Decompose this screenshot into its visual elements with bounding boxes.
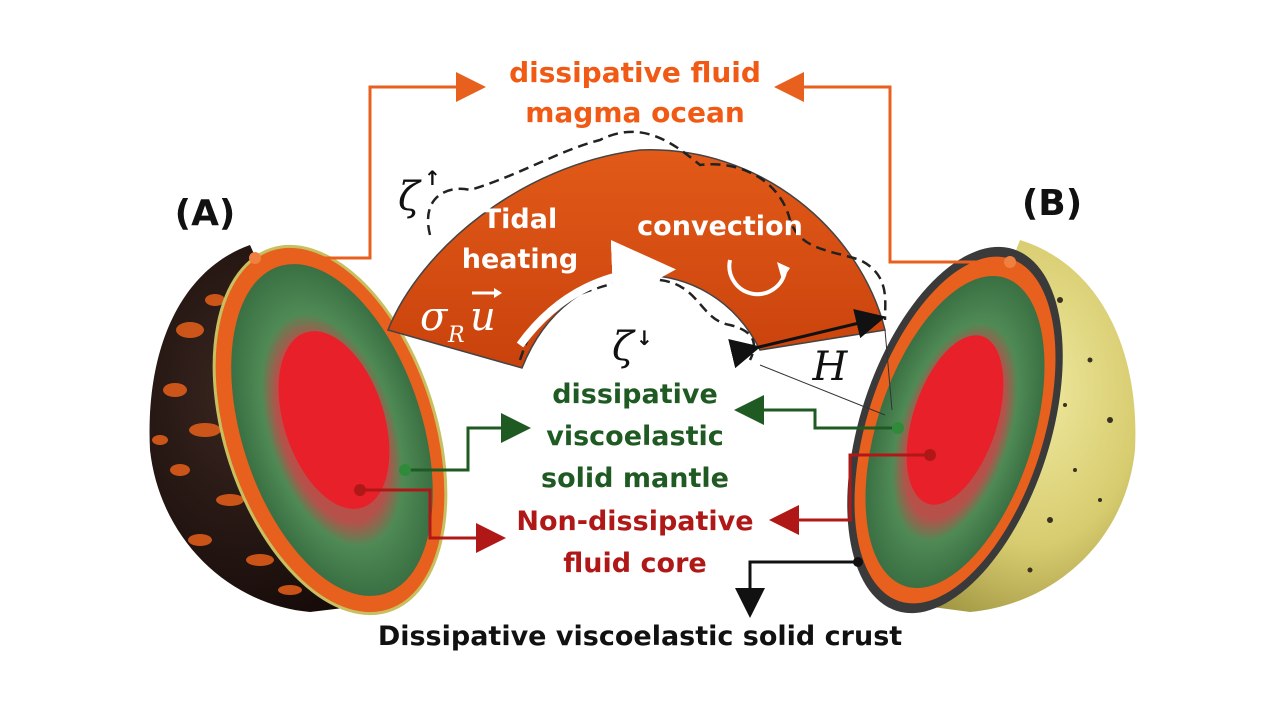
sigma-subscript: R xyxy=(447,323,465,348)
zeta-up-symbol: ζ xyxy=(398,174,422,220)
thickness-label: H xyxy=(812,344,849,390)
flow-arrow xyxy=(516,239,676,348)
connectors xyxy=(249,72,1016,618)
core-label-line2: fluid core xyxy=(563,548,706,579)
core-label-line1: Non-dissipative xyxy=(516,506,753,537)
mantle-label-line1: dissipative xyxy=(552,379,718,410)
planet-b-core xyxy=(906,335,1004,505)
sigma-u-term: σ R u xyxy=(420,288,502,348)
core-connector-a xyxy=(360,488,506,553)
zeta-up-arrow: ↑ xyxy=(424,166,441,190)
mantle-dot-a xyxy=(399,464,411,476)
ocean-label-line1: dissipative fluid xyxy=(509,56,761,89)
crust-label: Dissipative viscoelastic solid crust xyxy=(378,621,902,652)
planet-a xyxy=(149,244,448,616)
crust-dot xyxy=(853,557,863,567)
ocean-connector-a xyxy=(255,72,486,260)
convection-arrow xyxy=(727,259,787,297)
mantle-label-line3: solid mantle xyxy=(541,463,729,494)
magma-ocean-arc xyxy=(386,130,893,416)
vector-u: u xyxy=(470,294,496,340)
mantle-label-line2: viscoelastic xyxy=(546,421,724,452)
crust-connector xyxy=(735,560,858,618)
core-connector-b xyxy=(769,453,930,535)
vector-arrow-head xyxy=(494,288,502,298)
convection-arrowhead xyxy=(777,262,790,280)
tidal-label-line2: heating xyxy=(462,244,578,275)
io-spots xyxy=(1027,297,1113,573)
ocean-connector-b xyxy=(774,72,1010,264)
mantle-connector-a xyxy=(405,413,531,472)
zeta-down-symbol: ζ xyxy=(612,324,636,370)
zeta-down-arrow: ↓ xyxy=(636,326,653,350)
ocean-dot-a xyxy=(249,252,261,264)
zoom-line-lower xyxy=(884,329,893,411)
mantle-dot-b xyxy=(892,422,904,434)
convection-label: convection xyxy=(637,211,803,242)
thickness-arrow xyxy=(728,309,886,369)
ocean-label-line2: magma ocean xyxy=(525,96,745,129)
tidal-label-line1: Tidal xyxy=(483,204,557,235)
core-dot-a xyxy=(354,484,366,496)
core-dot-b xyxy=(924,449,936,461)
mantle-connector-b xyxy=(734,395,898,430)
panel-b-label: (B) xyxy=(1022,183,1082,224)
zoom-line-upper xyxy=(759,364,886,416)
outer-deformed-surface xyxy=(426,130,887,321)
sigma-symbol: σ xyxy=(420,294,449,340)
planet-a-core xyxy=(278,331,390,509)
planet-b xyxy=(847,240,1136,614)
panel-a-label: (A) xyxy=(175,193,236,234)
ocean-dot-b xyxy=(1004,256,1016,268)
